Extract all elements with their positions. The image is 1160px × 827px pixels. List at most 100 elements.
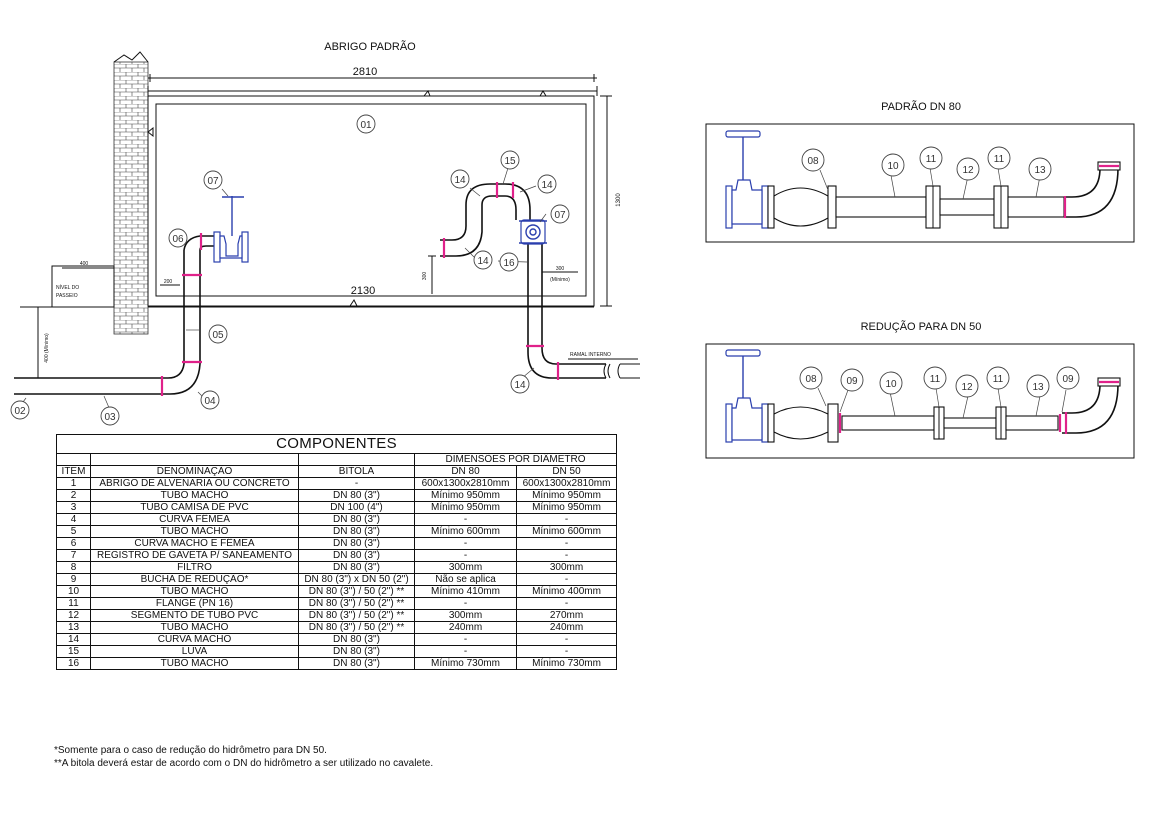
table-cell: - xyxy=(515,513,618,526)
table-cell: 12 xyxy=(56,609,91,622)
table-cell: DN 80 (3") x DN 50 (2") xyxy=(298,573,415,586)
table-cell: Mínimo 400mm xyxy=(515,585,618,598)
detail-dn50-tag-13: 13 xyxy=(1026,374,1050,398)
components-table: COMPONENTES DIMENSÕES POR DIÂMETRO ITEM … xyxy=(55,434,618,670)
table-cell: FLANGE (PN 16) xyxy=(90,597,299,610)
svg-text:13: 13 xyxy=(1034,165,1046,176)
svg-text:02: 02 xyxy=(14,406,26,417)
table-cell: 5 xyxy=(56,525,91,538)
svg-text:15: 15 xyxy=(504,156,516,167)
svg-text:11: 11 xyxy=(930,374,941,385)
table-cell: - xyxy=(515,645,618,658)
table-cell: - xyxy=(515,633,618,646)
table-cell: 4 xyxy=(56,513,91,526)
table-cell: FILTRO xyxy=(90,561,299,574)
svg-text:10: 10 xyxy=(887,161,899,172)
table-cell: TUBO MACHO xyxy=(90,621,299,634)
dim-400-minimo: 400 (Mínimo) xyxy=(44,333,50,363)
svg-text:14: 14 xyxy=(454,175,466,186)
dim-minimo-label: (Mínimo) xyxy=(550,277,570,283)
table-cell: 600x1300x2810mm xyxy=(515,477,618,490)
notes: *Somente para o caso de redução do hidrô… xyxy=(54,744,433,770)
table-cell: Mínimo 950mm xyxy=(515,501,618,514)
table-cell: 7 xyxy=(56,549,91,562)
table-cell: SEGMENTO DE TUBO PVC xyxy=(90,609,299,622)
table-cell: Mínimo 730mm xyxy=(414,657,517,670)
table-cell: 14 xyxy=(56,633,91,646)
detail-dn50-title: REDUÇÃO PARA DN 50 xyxy=(861,320,982,333)
table-cell: DN 80 (3") xyxy=(298,513,415,526)
table-cell: 10 xyxy=(56,585,91,598)
svg-text:06: 06 xyxy=(172,234,184,245)
header-spacer xyxy=(298,453,415,466)
table-cell: 13 xyxy=(56,621,91,634)
svg-text:14: 14 xyxy=(514,380,526,391)
table-cell: DN 80 (3") xyxy=(298,549,415,562)
table-cell: - xyxy=(515,597,618,610)
table-cell: - xyxy=(414,645,517,658)
tag-01: 01 xyxy=(356,114,376,134)
svg-text:07: 07 xyxy=(207,176,219,187)
detail-dn80-tag-10: 10 xyxy=(881,153,905,177)
tag-16: 16 xyxy=(499,252,519,272)
table-cell: - xyxy=(515,573,618,586)
table-cell: DN 80 (3") xyxy=(298,561,415,574)
brick-wall xyxy=(113,51,149,335)
svg-text:09: 09 xyxy=(846,376,858,387)
svg-text:08: 08 xyxy=(807,156,819,167)
table-cell: DN 80 (3") xyxy=(298,525,415,538)
note-line: *Somente para o caso de redução do hidrô… xyxy=(54,745,327,756)
dims-300 xyxy=(428,255,578,294)
tag-07-left: 07 xyxy=(203,170,223,190)
detail-dn50-tag-10: 10 xyxy=(879,371,903,395)
table-cell: 270mm xyxy=(515,609,618,622)
dim-height-1300: 1300 xyxy=(616,193,622,207)
svg-text:14: 14 xyxy=(477,256,489,267)
table-cell: 11 xyxy=(56,597,91,610)
table-cell: DN 80 (3") xyxy=(298,489,415,502)
tag-02: 02 xyxy=(10,400,30,420)
header-denominacao: DENOMINAÇÃO xyxy=(90,465,299,478)
dim-300-left: 300 xyxy=(422,272,428,281)
detail-dn80-tag-08: 08 xyxy=(801,148,825,172)
header-dn50: DN 50 xyxy=(515,465,618,478)
table-cell: Mínimo 410mm xyxy=(414,585,517,598)
table-cell: DN 80 (3") / 50 (2") ** xyxy=(298,597,415,610)
detail-dn50-tag-09b: 09 xyxy=(1056,366,1080,390)
svg-text:13: 13 xyxy=(1032,382,1044,393)
dim-top-2810: 2810 xyxy=(353,66,377,78)
table-cell: DN 100 (4") xyxy=(298,501,415,514)
table-cell: 300mm xyxy=(515,561,618,574)
table-cell: 300mm xyxy=(414,561,517,574)
table-cell: DN 80 (3") xyxy=(298,657,415,670)
header-spacer xyxy=(90,453,299,466)
header-bitola: BITOLA xyxy=(298,465,415,478)
detail-dn50-tag-11a: 11 xyxy=(923,366,947,390)
table-cell: - xyxy=(414,633,517,646)
tag-06: 06 xyxy=(168,228,188,248)
svg-text:03: 03 xyxy=(104,412,116,423)
table-cell: 2 xyxy=(56,489,91,502)
table-cell: - xyxy=(414,597,517,610)
svg-text:16: 16 xyxy=(503,258,515,269)
svg-text:12: 12 xyxy=(962,165,974,176)
header-spacer xyxy=(56,453,91,466)
table-title: COMPONENTES xyxy=(55,434,618,454)
detail-dn50-tag-08: 08 xyxy=(799,366,823,390)
dim-inner-2130: 2130 xyxy=(351,285,375,297)
tag-05: 05 xyxy=(208,324,228,344)
nivel-passeio-line1: NÍVEL DO xyxy=(56,284,79,291)
tag-04: 04 xyxy=(200,390,220,410)
detail-dn80-tag-13: 13 xyxy=(1028,157,1052,181)
svg-text:14: 14 xyxy=(541,180,553,191)
svg-text:05: 05 xyxy=(212,330,224,341)
svg-text:11: 11 xyxy=(926,154,937,165)
